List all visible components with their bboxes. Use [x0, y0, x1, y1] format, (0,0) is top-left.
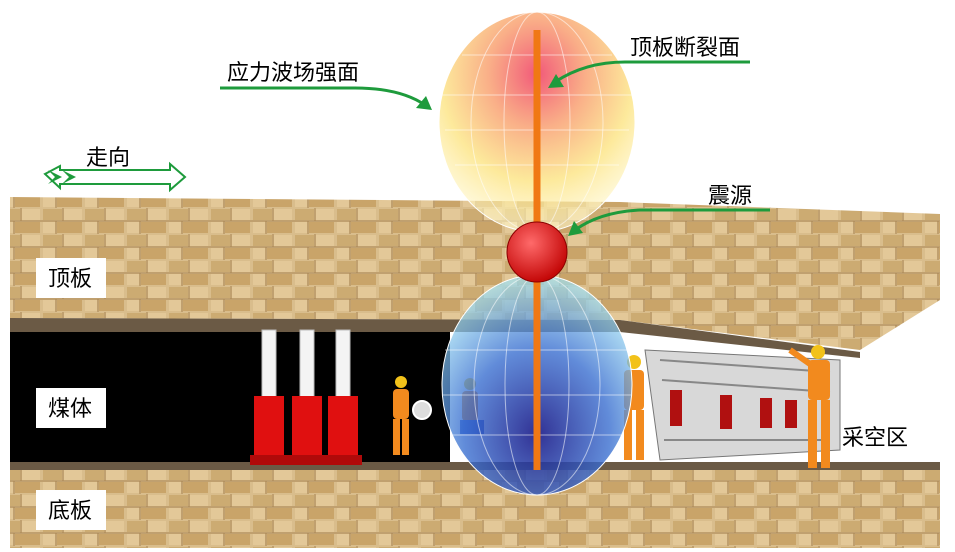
- arrow-stress-surface: [220, 86, 432, 110]
- label-goaf: 采空区: [842, 426, 908, 451]
- label-floor: 底板: [48, 499, 92, 524]
- worker: [788, 345, 830, 468]
- label-source: 震源: [708, 184, 752, 209]
- coal-tag: [36, 388, 106, 428]
- arrow-roof-fracture: [548, 60, 750, 88]
- label-roof: 顶板: [48, 267, 92, 292]
- seismic-source: [506, 221, 568, 283]
- label-coal: 煤体: [48, 397, 92, 422]
- hydraulic-prop: [324, 329, 362, 465]
- roof-tag: [36, 258, 106, 298]
- label-roof-fracture: 顶板断裂面: [630, 36, 740, 61]
- roof-rock: [10, 197, 940, 350]
- label-strike: 走向: [86, 146, 130, 171]
- hydraulic-prop: [250, 329, 288, 465]
- floor-rock: [10, 466, 940, 548]
- label-stress-surface: 应力波场强面: [227, 61, 359, 86]
- arrow-source: [568, 208, 770, 236]
- shearer-machine: [644, 349, 841, 461]
- strike-arrow: [43, 161, 187, 193]
- hydraulic-prop: [288, 329, 326, 465]
- worker: [393, 376, 432, 455]
- floor-tag: [36, 490, 106, 530]
- roof-underside: [10, 318, 860, 358]
